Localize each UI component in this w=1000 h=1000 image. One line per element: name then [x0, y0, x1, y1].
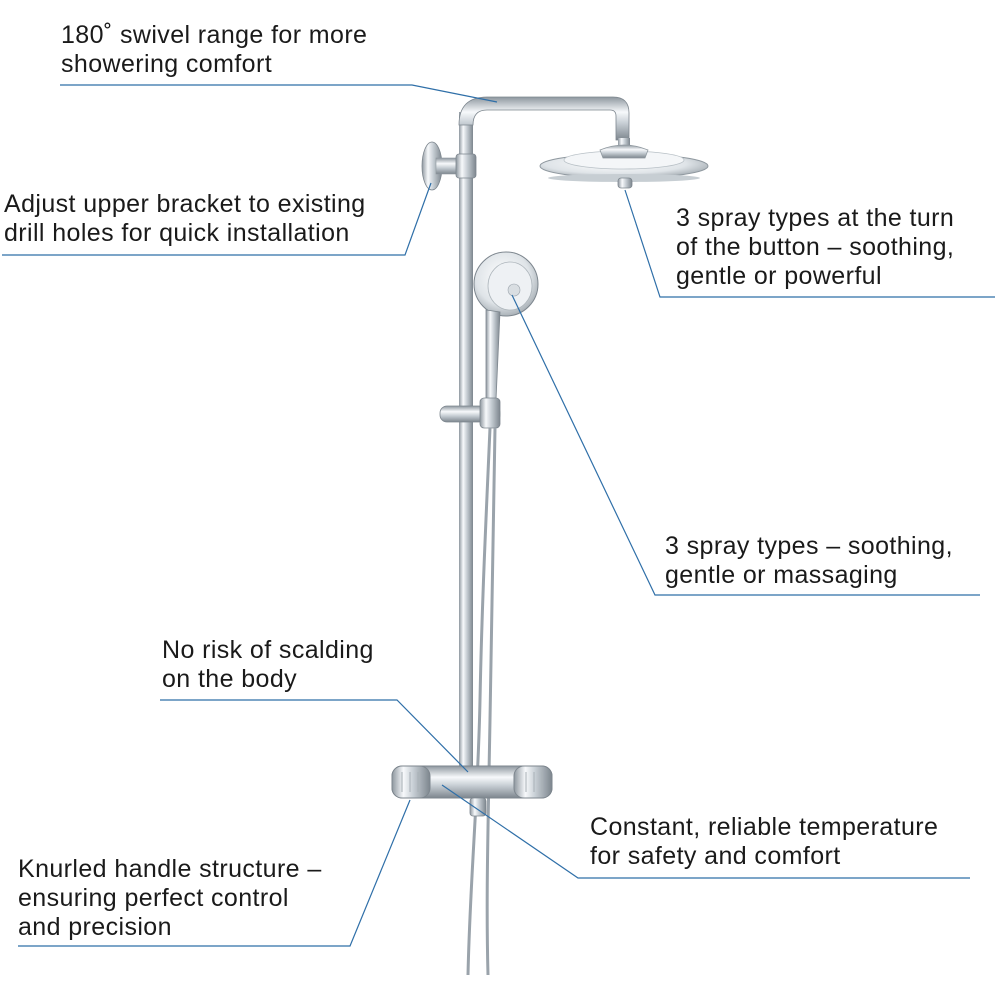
hand-shower	[473, 251, 539, 401]
shower-illustration	[391, 96, 709, 976]
leader-line-temperature	[441, 784, 970, 879]
head-connector	[618, 138, 630, 148]
thermostat-mixer	[391, 765, 553, 817]
leader-line-hand-spray	[511, 294, 980, 596]
callout-no-scalding: No risk of scalding on the body	[162, 636, 374, 693]
leader-lines	[2, 84, 995, 947]
callout-hand-spray-types: 3 spray types – soothing, gentle or mass…	[665, 532, 953, 589]
callout-constant-temperature: Constant, reliable temperature for safet…	[590, 813, 939, 870]
hand-shower-slider	[439, 397, 501, 429]
rain-shower-head	[539, 144, 709, 189]
leader-line-bracket	[2, 182, 432, 256]
upper-wall-bracket	[421, 141, 477, 191]
leader-line-swivel	[60, 84, 498, 103]
shower-hose	[466, 427, 497, 976]
riser-pipe	[459, 112, 473, 792]
leader-line-knurled	[18, 799, 411, 947]
leader-line-scalding	[160, 699, 469, 773]
callout-head-spray-types: 3 spray types at the turn of the button …	[676, 204, 955, 290]
callout-swivel-range: 180˚ swivel range for more showering com…	[61, 21, 368, 78]
callout-knurled-handle: Knurled handle structure – ensuring perf…	[18, 855, 322, 941]
shower-arm	[458, 96, 630, 141]
callout-upper-bracket: Adjust upper bracket to existing drill h…	[4, 190, 366, 247]
leader-line-head-spray	[624, 189, 995, 298]
